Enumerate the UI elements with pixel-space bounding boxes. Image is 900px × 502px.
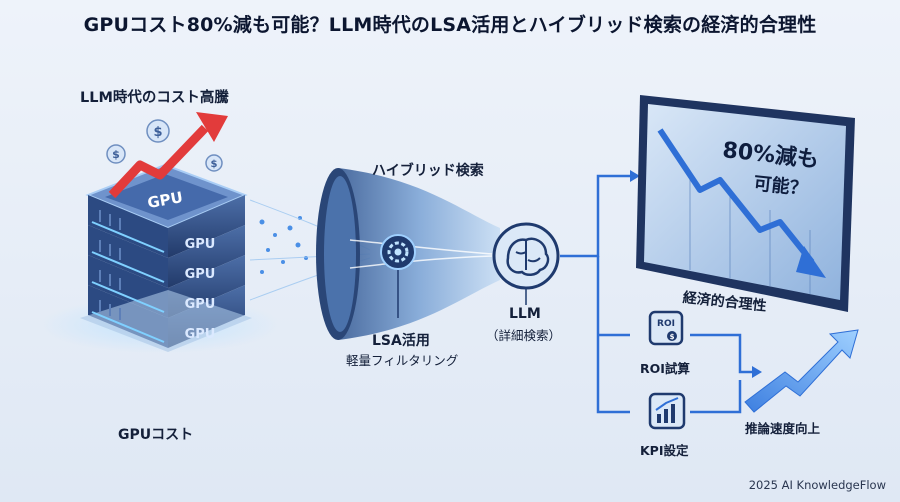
roi-calculator-icon: ROI $	[648, 310, 684, 346]
lsa-label: LSA活用	[372, 333, 430, 349]
connector-arrowheads	[630, 170, 762, 378]
gpu-cost-label: GPUコスト	[118, 427, 194, 443]
dollar-coin-icon: $	[205, 154, 223, 172]
footer-credit: 2025 AI KnowledgeFlow	[748, 478, 886, 492]
rack-label: GPU	[185, 297, 216, 312]
llm-label: LLM	[509, 306, 541, 322]
rack-label: GPU	[185, 267, 216, 282]
svg-text:$: $	[112, 148, 120, 161]
data-particles	[259, 216, 308, 274]
cost-surge-label: LLM時代のコスト高騰	[80, 90, 229, 106]
dollar-coin-icon: $	[146, 119, 170, 143]
cost-rise-arrow	[108, 112, 228, 199]
kpi-label: KPI設定	[640, 443, 689, 458]
server-top-label: GPU	[146, 188, 184, 212]
gear-icon	[380, 234, 416, 270]
hybrid-search-label: ハイブリッド検索	[372, 163, 484, 179]
speed-up-arrow	[744, 329, 859, 413]
brain-icon	[492, 222, 560, 290]
llm-sublabel: （詳細検索）	[486, 328, 562, 343]
dollar-coin-icon: $	[106, 144, 126, 164]
lsa-sublabel: 軽量フィルタリング	[346, 353, 459, 368]
flow-connectors	[560, 174, 752, 414]
rack-label: GPU	[185, 327, 216, 342]
speed-label: 推論速度向上	[745, 421, 821, 436]
rack-label: GPU	[185, 237, 216, 252]
page-title: GPUコスト80%減も可能？LLM時代のLSA活用とハイブリッド検索の経済的合理…	[83, 14, 817, 36]
gpu-server-stack: GPU GPU GPU GPU GPU	[80, 163, 252, 352]
hybrid-search-funnel	[316, 168, 500, 340]
svg-text:$: $	[670, 333, 675, 341]
svg-text:$: $	[211, 159, 218, 170]
roi-label: ROI試算	[640, 361, 690, 376]
svg-text:ROI: ROI	[657, 319, 675, 329]
kpi-chart-icon	[648, 392, 686, 430]
svg-text:$: $	[153, 125, 162, 140]
cost-reduction-monitor	[636, 95, 855, 312]
